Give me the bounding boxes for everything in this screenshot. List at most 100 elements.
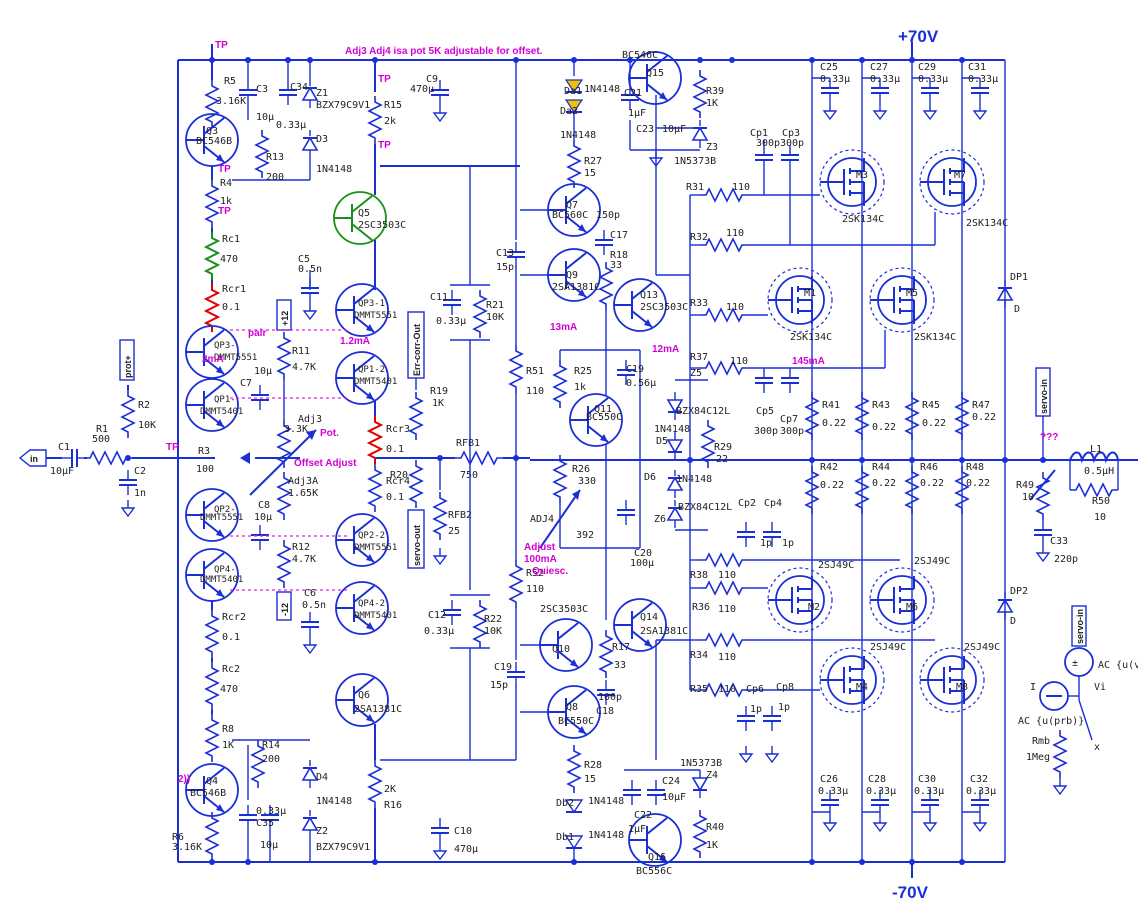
svg-text:1N4148: 1N4148 bbox=[560, 130, 596, 141]
svg-text:Vi: Vi bbox=[1094, 682, 1106, 693]
svg-text:220p: 220p bbox=[1054, 554, 1078, 565]
svg-text:R31: R31 bbox=[686, 182, 704, 193]
svg-text:C22: C22 bbox=[634, 810, 652, 821]
svg-text:BC546C: BC546C bbox=[622, 50, 658, 61]
svg-text:QP4-: QP4- bbox=[214, 565, 236, 575]
svg-text:145mA: 145mA bbox=[792, 356, 825, 367]
svg-text:1N4148: 1N4148 bbox=[316, 164, 352, 175]
svg-text:TP: TP bbox=[166, 442, 179, 453]
svg-text:C24: C24 bbox=[662, 776, 680, 787]
svg-text:Q8: Q8 bbox=[566, 702, 578, 713]
svg-text:10K: 10K bbox=[484, 626, 502, 637]
svg-text:0.22: 0.22 bbox=[966, 478, 990, 489]
svg-text:1p: 1p bbox=[782, 538, 794, 549]
svg-text:10µF: 10µF bbox=[662, 124, 686, 135]
svg-text:R1: R1 bbox=[96, 424, 108, 435]
svg-text:1p: 1p bbox=[750, 704, 762, 715]
svg-text:Cp6: Cp6 bbox=[746, 684, 764, 695]
svg-text:15: 15 bbox=[584, 774, 596, 785]
svg-text:110: 110 bbox=[726, 302, 744, 313]
svg-text:15p: 15p bbox=[490, 680, 508, 691]
svg-text:0.5µH: 0.5µH bbox=[1084, 466, 1114, 477]
svg-text:10: 10 bbox=[1094, 512, 1106, 523]
svg-text:2SK134C: 2SK134C bbox=[842, 214, 884, 225]
svg-text:QP1-: QP1- bbox=[214, 395, 236, 405]
svg-text:DMMT5551: DMMT5551 bbox=[354, 543, 397, 553]
svg-text:100µ: 100µ bbox=[630, 558, 654, 569]
svg-text:0.22: 0.22 bbox=[872, 422, 896, 433]
svg-text:1n: 1n bbox=[134, 488, 146, 499]
svg-text:0.33µ: 0.33µ bbox=[870, 74, 900, 85]
svg-text:10µF: 10µF bbox=[662, 792, 686, 803]
svg-text:0.22: 0.22 bbox=[820, 480, 844, 491]
svg-text:1N5373B: 1N5373B bbox=[674, 156, 716, 167]
svg-text:330: 330 bbox=[578, 476, 596, 487]
svg-text:R27: R27 bbox=[584, 156, 602, 167]
svg-text:C27: C27 bbox=[870, 62, 888, 73]
svg-text:C33: C33 bbox=[1050, 536, 1068, 547]
svg-text:R25: R25 bbox=[574, 366, 592, 377]
svg-text:Offset Adjust: Offset Adjust bbox=[294, 458, 357, 469]
svg-text:BC560C: BC560C bbox=[552, 210, 588, 221]
svg-text:C2: C2 bbox=[134, 466, 146, 477]
svg-text:100: 100 bbox=[196, 464, 214, 475]
svg-text:I: I bbox=[1030, 682, 1036, 693]
svg-text:C25: C25 bbox=[820, 62, 838, 73]
svg-text:C30: C30 bbox=[918, 774, 936, 785]
svg-text:0.33µ: 0.33µ bbox=[918, 74, 948, 85]
svg-text:servo-out: servo-out bbox=[412, 525, 422, 566]
negative-rail-label: -70V bbox=[892, 883, 929, 902]
svg-text:10K: 10K bbox=[486, 312, 504, 323]
svg-text:0.1: 0.1 bbox=[222, 632, 240, 643]
svg-text:Db2: Db2 bbox=[556, 798, 574, 809]
svg-text:0.1: 0.1 bbox=[386, 444, 404, 455]
svg-text:Rcr2: Rcr2 bbox=[222, 612, 246, 623]
source-resistors: R41 0.22 R43 0.22 R45 0.22 R47 0.22 R42 … bbox=[805, 391, 996, 515]
svg-text:110: 110 bbox=[526, 584, 544, 595]
offset-adjust-section: +12 -12 C5 0.5n pair R11 4.7K 10µ C7 Adj… bbox=[230, 254, 357, 654]
svg-text:2mA: 2mA bbox=[202, 354, 224, 365]
svg-text:M1: M1 bbox=[804, 288, 816, 299]
svg-text:110: 110 bbox=[726, 228, 744, 239]
svg-text:1p: 1p bbox=[760, 538, 772, 549]
q5-column: TP TP R15 2k Q5 2SC3503C QP3-1 DMMT5551 … bbox=[333, 60, 520, 862]
svg-text:R28: R28 bbox=[584, 760, 602, 771]
svg-text:QP3-: QP3- bbox=[214, 341, 236, 351]
positive-rail-label: +70V bbox=[898, 27, 939, 46]
svg-text:750: 750 bbox=[460, 470, 478, 481]
svg-text:1p: 1p bbox=[778, 702, 790, 713]
svg-text:R42: R42 bbox=[820, 462, 838, 473]
svg-text:110: 110 bbox=[732, 182, 750, 193]
svg-text:33: 33 bbox=[614, 660, 626, 671]
svg-text:R49: R49 bbox=[1016, 480, 1034, 491]
svg-text:100p: 100p bbox=[598, 692, 622, 703]
driver-top: Da1 1N4148 Da2 1N4148 R27 15 Q7 BC560C 1… bbox=[520, 50, 724, 355]
svg-text:DP2: DP2 bbox=[1010, 586, 1028, 597]
svg-text:3.3K: 3.3K bbox=[284, 424, 308, 435]
svg-text:C11: C11 bbox=[430, 292, 448, 303]
svg-text:300p: 300p bbox=[780, 426, 804, 437]
svg-text:1.2mA: 1.2mA bbox=[340, 336, 370, 347]
top-regulator: C3 10µ C34 0.33µ Z1 BZX79C9V1 D3 1N4148 … bbox=[232, 60, 370, 183]
svg-text:servo-in: servo-in bbox=[1039, 379, 1049, 414]
svg-text:2SA1381C: 2SA1381C bbox=[552, 282, 600, 293]
svg-text:L1: L1 bbox=[1090, 444, 1102, 455]
feedback-section: Err-corr-Out servo-out R19 1K R20 RFB1 7… bbox=[375, 311, 530, 569]
svg-text:R43: R43 bbox=[872, 400, 890, 411]
svg-text:2SJ49C: 2SJ49C bbox=[818, 560, 854, 571]
svg-text:0.33µ: 0.33µ bbox=[276, 120, 306, 131]
svg-text:M4: M4 bbox=[856, 682, 868, 693]
svg-text:M5: M5 bbox=[906, 288, 918, 299]
svg-text:BC546B: BC546B bbox=[190, 788, 226, 799]
svg-text:110: 110 bbox=[718, 604, 736, 615]
svg-text:Q7: Q7 bbox=[566, 200, 578, 211]
svg-text:2SC3503C: 2SC3503C bbox=[358, 220, 406, 231]
svg-text:Rcr4: Rcr4 bbox=[386, 476, 410, 487]
prot-flag-label: prot+ bbox=[123, 355, 133, 378]
svg-text:110: 110 bbox=[718, 570, 736, 581]
svg-text:BZX79C9V1: BZX79C9V1 bbox=[316, 100, 370, 111]
svg-text:???: ??? bbox=[1040, 432, 1058, 443]
svg-text:22: 22 bbox=[716, 454, 728, 465]
svg-text:10: 10 bbox=[1022, 492, 1034, 503]
